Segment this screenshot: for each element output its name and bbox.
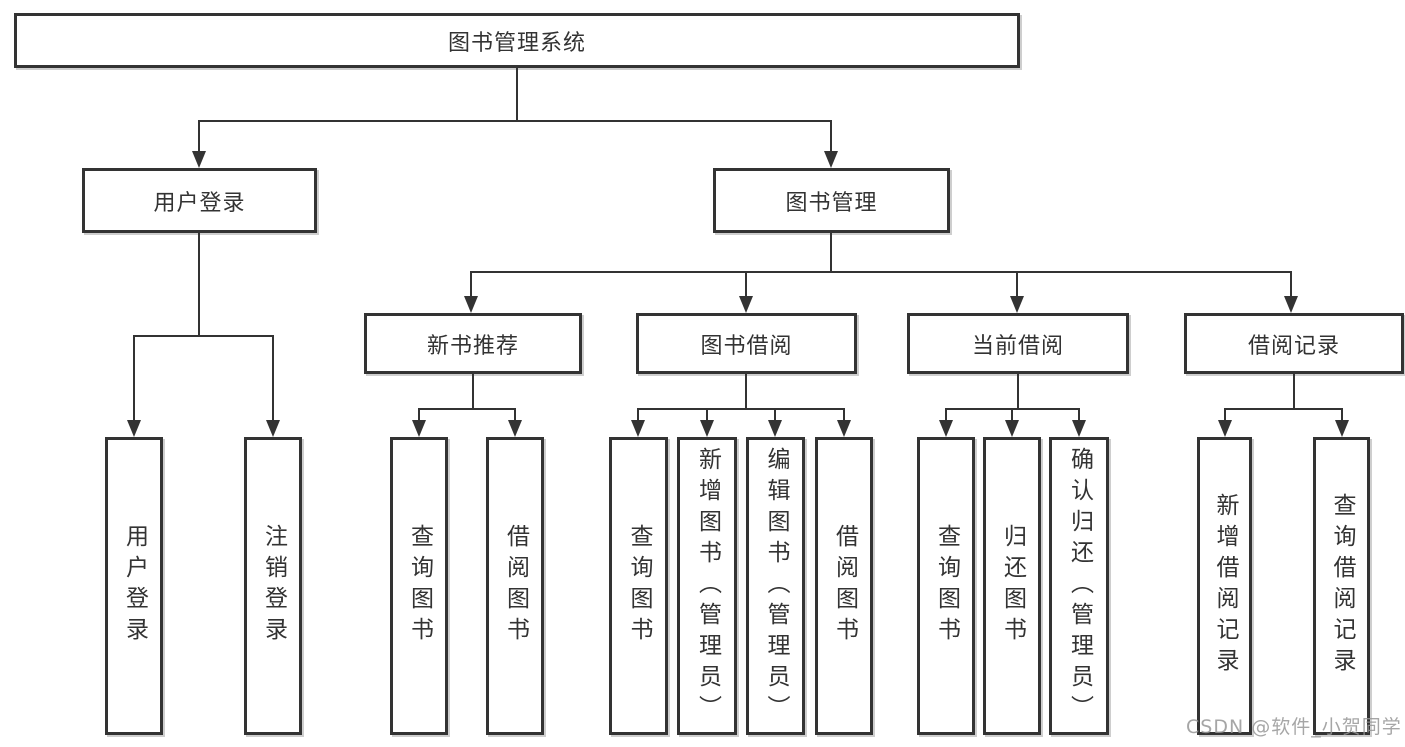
- leaf-user-login: 用户登录: [105, 437, 163, 735]
- node-user-login: 用户登录: [82, 168, 317, 233]
- leaf-borrow-books-recommend: 借阅图书: [486, 437, 544, 735]
- arrowhead: [508, 420, 522, 437]
- connector-line: [830, 233, 832, 271]
- connector-line: [470, 271, 472, 299]
- leaf-add-borrow-record: 新增借阅记录: [1197, 437, 1252, 735]
- arrowhead: [824, 151, 838, 168]
- connector-line: [1224, 408, 1343, 410]
- arrowhead: [837, 420, 851, 437]
- leaf-edit-books-admin: 编辑图书（管理员）: [746, 437, 805, 735]
- connector-line: [1293, 374, 1295, 408]
- node-book-borrowing: 图书借阅: [636, 313, 857, 374]
- leaf-query-books-current: 查询图书: [917, 437, 975, 735]
- connector-line: [133, 335, 135, 423]
- node-root: 图书管理系统: [14, 13, 1020, 68]
- leaf-return-books: 归还图书: [983, 437, 1041, 735]
- connector-line: [843, 408, 845, 423]
- leaf-logout-login: 注销登录: [244, 437, 302, 735]
- arrowhead: [1218, 420, 1232, 437]
- leaf-confirm-return-admin: 确认归还（管理员）: [1049, 437, 1109, 735]
- connector-line: [198, 233, 200, 335]
- node-current-borrowing: 当前借阅: [907, 313, 1129, 374]
- connector-line: [1011, 408, 1013, 423]
- arrowhead: [1010, 296, 1024, 313]
- arrowhead: [700, 420, 714, 437]
- connector-line: [418, 408, 516, 410]
- connector-line: [745, 271, 747, 299]
- connector-line: [514, 408, 516, 423]
- arrowhead: [939, 420, 953, 437]
- connector-line: [516, 68, 518, 120]
- leaf-add-books-admin: 新增图书（管理员）: [677, 437, 737, 735]
- connector-line: [418, 408, 420, 423]
- node-book-management: 图书管理: [713, 168, 950, 233]
- connector-line: [1017, 374, 1019, 408]
- node-borrowing-records: 借阅记录: [1184, 313, 1404, 374]
- connector-line: [830, 120, 832, 160]
- arrowhead: [192, 151, 206, 168]
- csdn-watermark: CSDN @软件_小贺同学: [1186, 716, 1402, 738]
- arrowhead: [464, 296, 478, 313]
- arrowhead: [266, 420, 280, 437]
- connector-line: [637, 408, 639, 423]
- leaf-borrow-books-borrowing: 借阅图书: [815, 437, 873, 735]
- arrowhead: [127, 420, 141, 437]
- connector-line: [472, 374, 474, 408]
- connector-line: [198, 120, 832, 122]
- connector-line: [706, 408, 708, 423]
- arrowhead: [1005, 420, 1019, 437]
- arrowhead: [1284, 296, 1298, 313]
- connector-line: [1341, 408, 1343, 423]
- connector-line: [1078, 408, 1080, 423]
- leaf-query-borrow-record: 查询借阅记录: [1313, 437, 1370, 735]
- connector-line: [774, 408, 776, 423]
- leaf-query-books-recommend: 查询图书: [390, 437, 448, 735]
- arrowhead: [1335, 420, 1349, 437]
- connector-line: [198, 120, 200, 160]
- arrowhead: [412, 420, 426, 437]
- connector-line: [470, 271, 1292, 273]
- connector-line: [272, 335, 274, 423]
- arrowhead: [768, 420, 782, 437]
- arrowhead: [1072, 420, 1086, 437]
- arrowhead: [739, 296, 753, 313]
- connector-line: [945, 408, 947, 423]
- connector-line: [1290, 271, 1292, 299]
- node-new-book-recommend: 新书推荐: [364, 313, 582, 374]
- connector-line: [745, 374, 747, 408]
- connector-line: [637, 408, 845, 410]
- connector-line: [133, 335, 274, 337]
- leaf-query-books-borrowing: 查询图书: [609, 437, 668, 735]
- arrowhead: [631, 420, 645, 437]
- connector-line: [1224, 408, 1226, 423]
- connector-line: [1016, 271, 1018, 299]
